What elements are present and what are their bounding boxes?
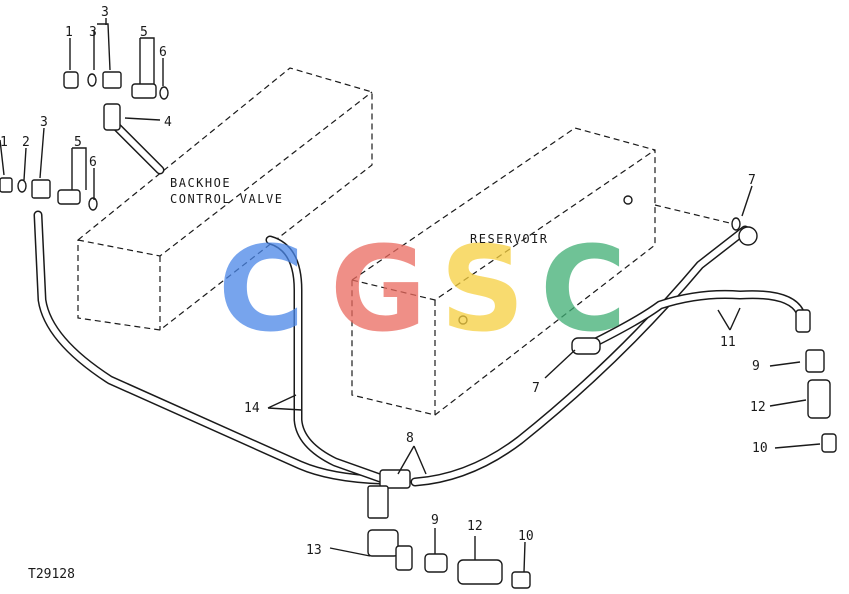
tee-fittings xyxy=(367,469,413,571)
backhoe-control-valve-outline xyxy=(77,67,373,331)
left-fitting-row xyxy=(0,177,98,211)
callout-13: 13 xyxy=(306,543,322,558)
callout-11: 11 xyxy=(720,335,736,350)
callout-3-upper-top: 3 xyxy=(101,5,109,20)
elbow-fittings xyxy=(571,217,758,355)
reservoir-outline xyxy=(351,127,739,416)
control-valve-label-line1: BACKHOE xyxy=(170,176,231,190)
reservoir-label: RESERVOIR xyxy=(470,232,549,246)
callout-5-left: 5 xyxy=(74,135,82,150)
callout-7-right: 7 xyxy=(748,173,756,188)
callout-9-right: 9 xyxy=(752,359,760,374)
callout-1-upper: 1 xyxy=(65,25,73,40)
callout-1-left: 1 xyxy=(0,135,8,150)
callout-10-right: 10 xyxy=(752,441,768,456)
callout-3-upper: 3 xyxy=(89,25,97,40)
callout-12-right: 12 xyxy=(750,400,766,415)
callout-2-left: 2 xyxy=(22,135,30,150)
watermark-letter-3: S xyxy=(440,220,525,358)
figure-code: T29128 xyxy=(28,567,75,582)
watermark-letter-1: C xyxy=(218,220,305,358)
callout-5-upper: 5 xyxy=(140,25,148,40)
callout-4: 4 xyxy=(164,115,172,130)
callout-3-left: 3 xyxy=(40,115,48,130)
control-valve-label-line2: CONTROL VALVE xyxy=(170,192,283,206)
callout-6-left: 6 xyxy=(89,155,97,170)
callout-14: 14 xyxy=(244,401,260,416)
callout-12-bottom: 12 xyxy=(467,519,483,534)
watermark-letter-4: C xyxy=(540,220,627,358)
right-coupler-stack xyxy=(795,309,837,453)
callout-6-upper: 6 xyxy=(159,45,167,60)
hose-lines xyxy=(33,120,805,487)
leader-lines xyxy=(0,18,821,573)
bottom-coupler-row xyxy=(424,553,531,589)
upper-fitting-row xyxy=(63,71,169,131)
callout-9-bottom: 9 xyxy=(431,513,439,528)
callout-8: 8 xyxy=(406,431,414,446)
callout-7-center: 7 xyxy=(532,381,540,396)
watermark: C G S C xyxy=(218,220,627,358)
callout-10-bottom: 10 xyxy=(518,529,534,544)
watermark-letter-2: G xyxy=(330,220,427,358)
